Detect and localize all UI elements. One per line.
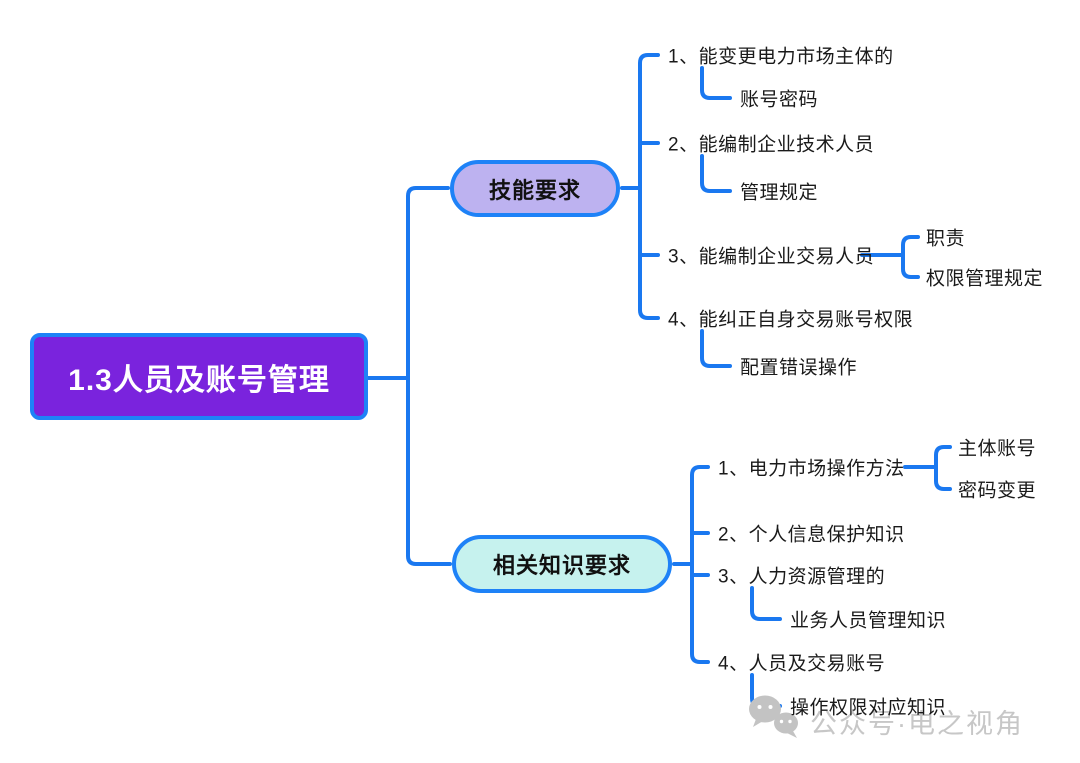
- branch-node-skill[interactable]: 技能要求: [450, 160, 620, 217]
- skill-item-4-sub-1[interactable]: 配置错误操作: [740, 357, 858, 379]
- knowledge-item-3-sub-1[interactable]: 业务人员管理知识: [790, 610, 947, 632]
- root-node-label: 1.3人员及账号管理: [68, 363, 330, 397]
- skill-item-1[interactable]: 1、能变更电力市场主体的: [668, 46, 894, 68]
- skill-item-3-sub-2[interactable]: 权限管理规定: [926, 268, 1044, 290]
- knowledge-item-1-sub-2[interactable]: 密码变更: [958, 480, 1037, 502]
- skill-item-2-sub-1[interactable]: 管理规定: [740, 182, 819, 204]
- skill-item-1-sub-1[interactable]: 账号密码: [740, 89, 819, 111]
- root-node[interactable]: 1.3人员及账号管理: [30, 333, 368, 420]
- knowledge-item-3[interactable]: 3、人力资源管理的: [718, 566, 886, 588]
- branch-knowledge-label: 相关知识要求: [492, 553, 631, 578]
- watermark-text: 公众号·电之视角: [810, 709, 1024, 739]
- knowledge-item-4[interactable]: 4、人员及交易账号: [718, 653, 886, 675]
- knowledge-item-1[interactable]: 1、电力市场操作方法: [718, 458, 905, 480]
- skill-item-3-sub-1[interactable]: 职责: [926, 228, 966, 250]
- skill-item-2[interactable]: 2、能编制企业技术人员: [668, 134, 875, 156]
- wechat-icon: [748, 694, 802, 749]
- skill-item-4[interactable]: 4、能纠正自身交易账号权限: [668, 309, 914, 331]
- knowledge-item-1-sub-1[interactable]: 主体账号: [958, 438, 1037, 460]
- skill-item-3[interactable]: 3、能编制企业交易人员: [668, 246, 875, 268]
- knowledge-item-4-sub-1[interactable]: 操作权限对应知识: [790, 697, 947, 719]
- branch-node-knowledge[interactable]: 相关知识要求: [452, 535, 672, 593]
- knowledge-item-2[interactable]: 2、个人信息保护知识: [718, 524, 905, 546]
- watermark: 公众号·电之视角: [748, 694, 1024, 749]
- branch-skill-label: 技能要求: [488, 177, 581, 203]
